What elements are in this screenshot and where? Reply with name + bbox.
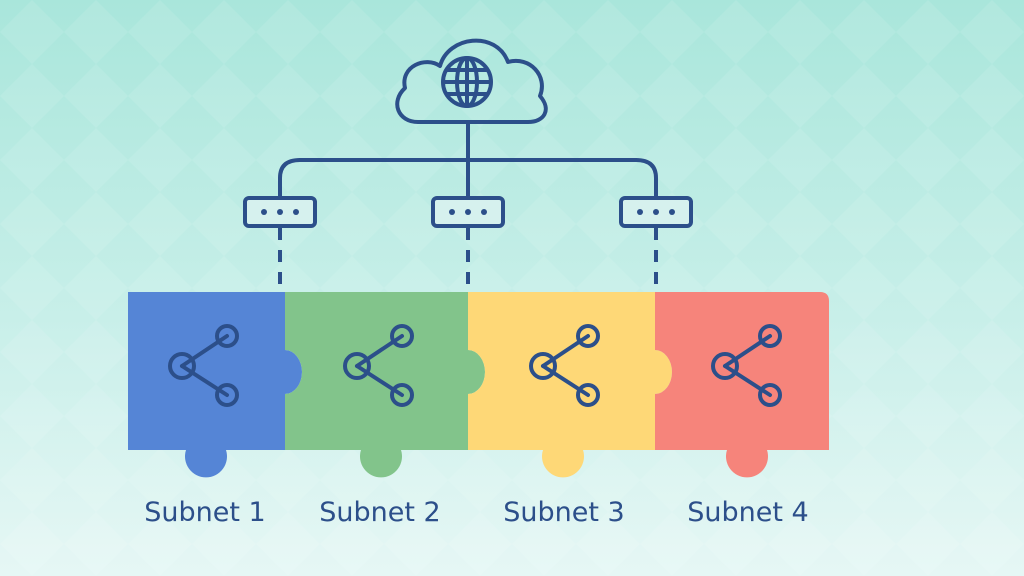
subnet-piece-4 <box>655 292 829 478</box>
subnet-label-4: Subnet 4 <box>687 497 808 528</box>
globe-icon <box>441 56 493 108</box>
subnet-label-3: Subnet 3 <box>503 497 624 528</box>
switch-device-icon <box>619 196 693 228</box>
dashed-links <box>278 228 658 290</box>
share-nodes-icon <box>168 324 239 407</box>
connector-lines <box>278 120 658 200</box>
share-nodes-icon <box>711 324 782 407</box>
switch-device-icon <box>431 196 505 228</box>
subnet-piece-2 <box>285 292 485 478</box>
subnet-piece-3 <box>468 292 672 478</box>
subnet-label-2: Subnet 2 <box>319 497 440 528</box>
switch-device-icon <box>243 196 317 228</box>
share-nodes-icon <box>343 324 414 407</box>
subnet-piece-1 <box>128 292 302 478</box>
share-nodes-icon <box>529 324 600 407</box>
subnet-label-1: Subnet 1 <box>144 497 265 528</box>
cloud-globe-icon <box>395 38 548 124</box>
